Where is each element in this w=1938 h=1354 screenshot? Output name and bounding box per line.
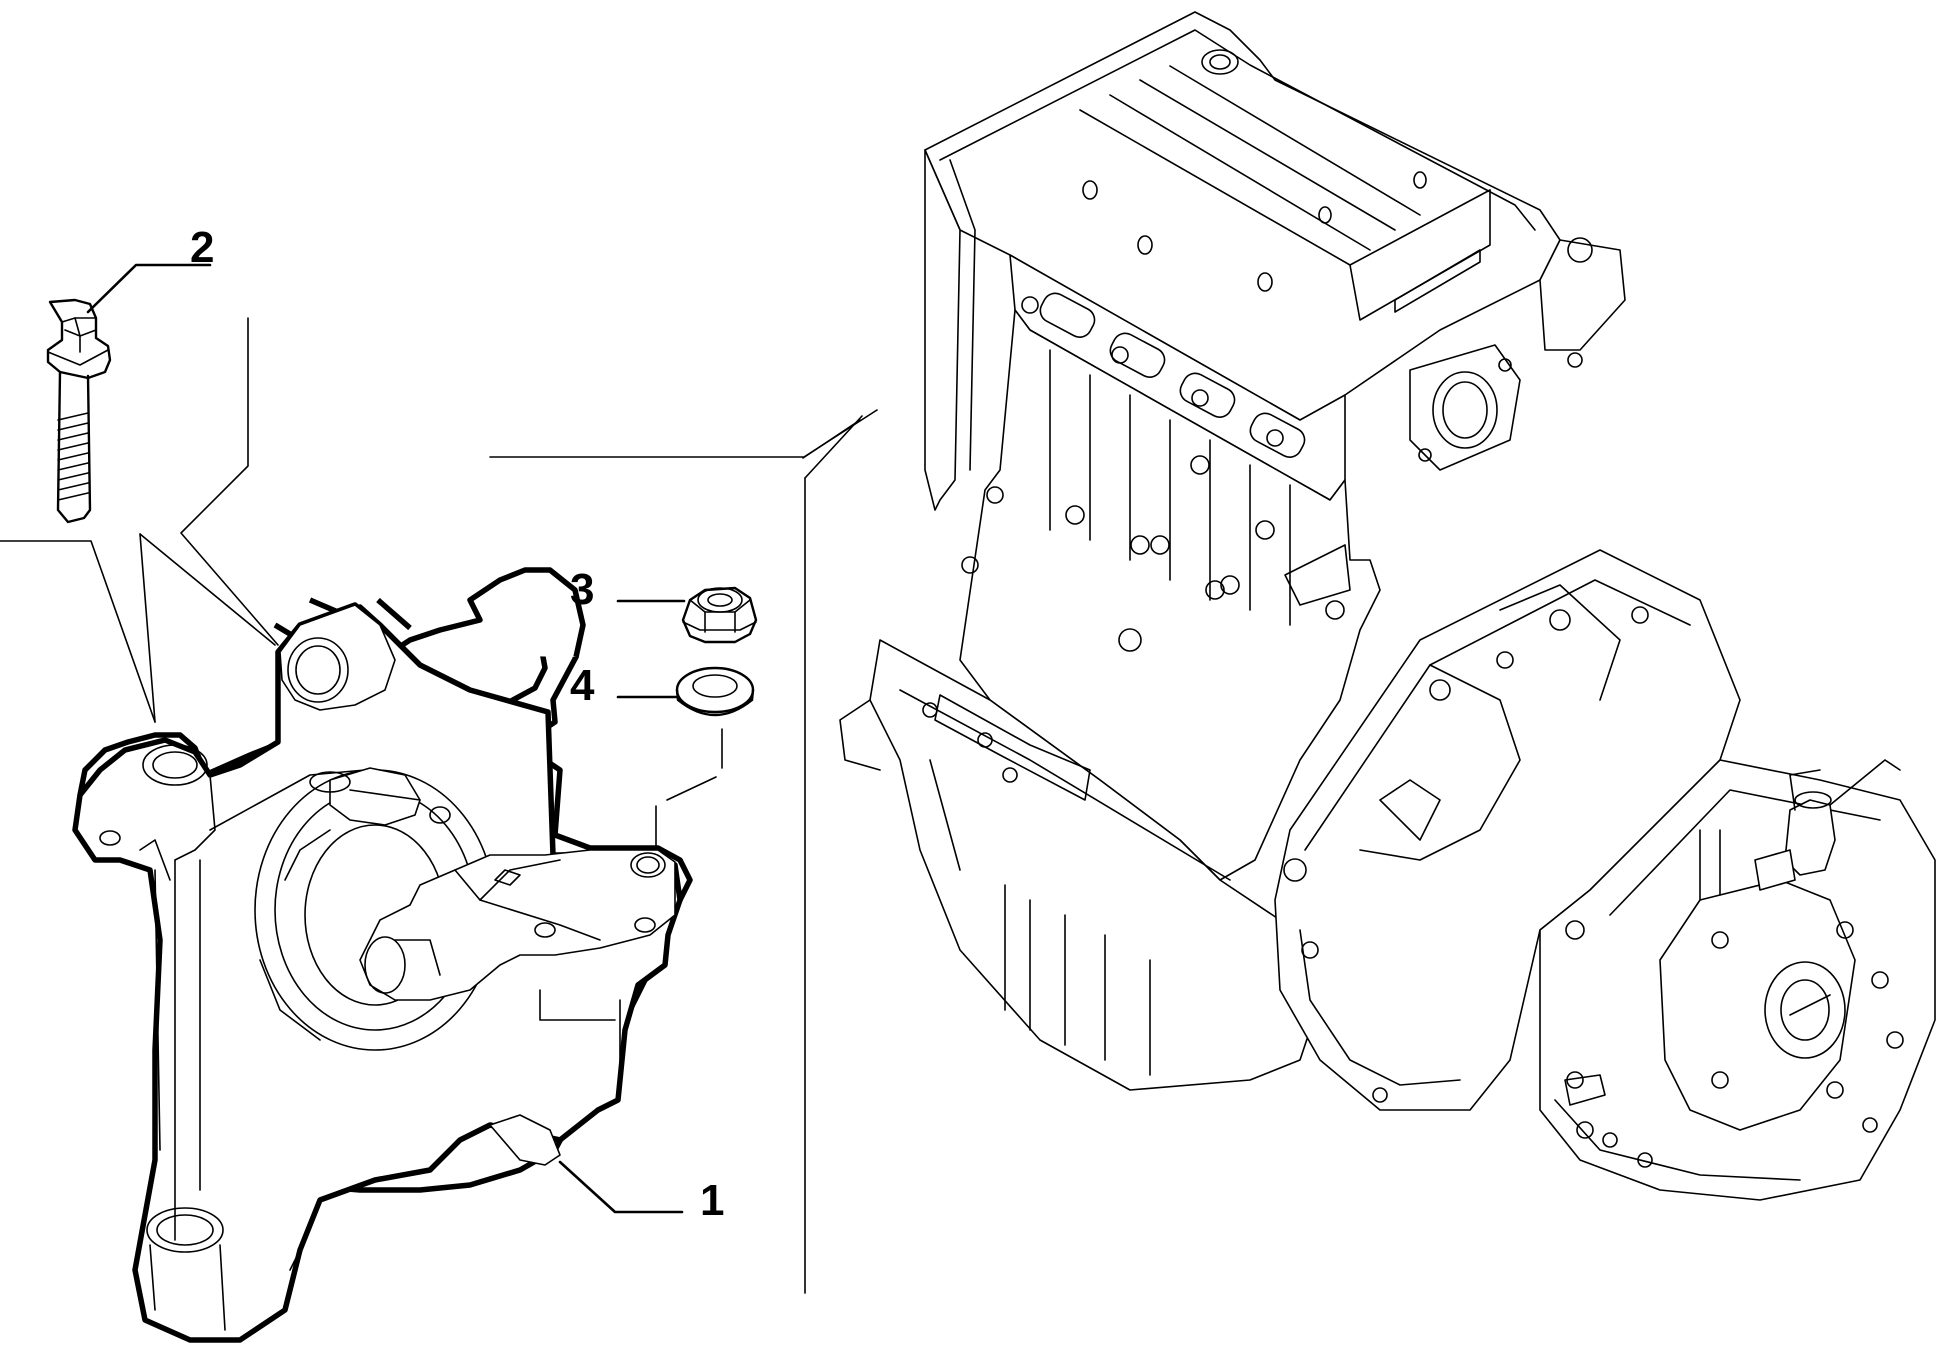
washer — [675, 666, 755, 717]
callout-2-leader — [86, 263, 212, 314]
callout-labels: 2 3 4 1 — [190, 223, 724, 1225]
engine-block — [959, 309, 1381, 881]
bolt — [46, 298, 112, 524]
mount-arm — [359, 849, 676, 1001]
oil-pan — [869, 639, 1321, 1091]
flange-nut — [681, 586, 758, 644]
callout-label-4: 4 — [570, 661, 595, 710]
leader-lines — [0, 263, 878, 1294]
callout-label-3: 3 — [570, 565, 594, 614]
engine-gearbox-assembly — [839, 11, 1936, 1201]
gearbox-end-cover — [1659, 879, 1856, 1131]
engine-mount-bracket — [72, 567, 693, 1343]
callout-label-1: 1 — [700, 1176, 724, 1225]
callout-label-2: 2 — [190, 223, 214, 272]
callout-1-leader — [558, 1160, 684, 1214]
